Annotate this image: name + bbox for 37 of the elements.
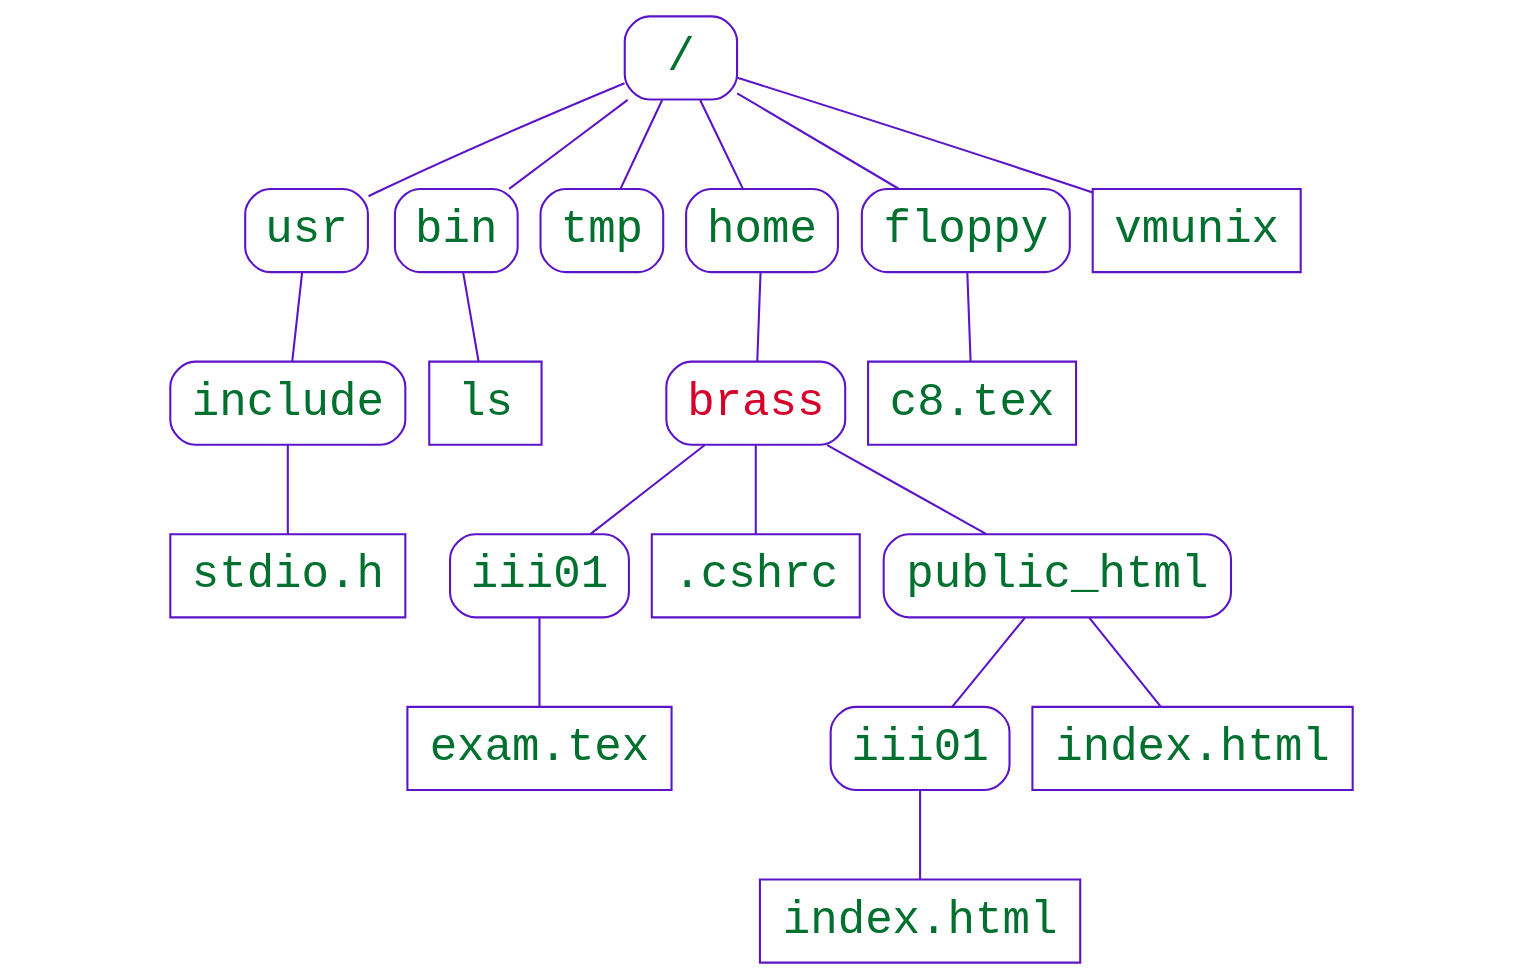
connector [699,99,744,190]
node-box: / [623,15,739,101]
connector [756,272,762,362]
connector [736,92,900,190]
node-box: floppy [860,187,1071,274]
node-box: vmunix [1091,187,1302,274]
connector [754,445,757,535]
node-box: iii01 [829,705,1011,792]
connector [508,99,629,190]
connector [462,272,480,362]
node-box: stdio.h [169,533,407,619]
connector [538,617,541,707]
node-box: .cshrc [650,533,861,619]
node-box: tmp [539,187,665,274]
node-box: bin [393,187,519,274]
node-box: include [169,360,407,446]
node-box: ls [428,360,543,446]
node-box: exam.tex [406,705,673,792]
connector [826,444,987,535]
connector [737,76,1093,194]
connector [589,444,706,535]
node-box: index.html [1031,705,1354,792]
connector [619,99,664,190]
connector [966,272,972,362]
connector [291,272,304,362]
node-box: index.html [758,878,1082,964]
connector [919,790,922,880]
node-box: public_html [882,533,1233,619]
node-box: usr [244,187,369,274]
connector [368,82,625,198]
node-box: c8.tex [867,360,1078,446]
node-box: home [685,187,839,274]
node-box: brass [665,360,847,446]
node-box: iii01 [449,533,630,619]
connector [286,445,289,535]
connector [1088,617,1162,708]
connector [951,617,1026,708]
